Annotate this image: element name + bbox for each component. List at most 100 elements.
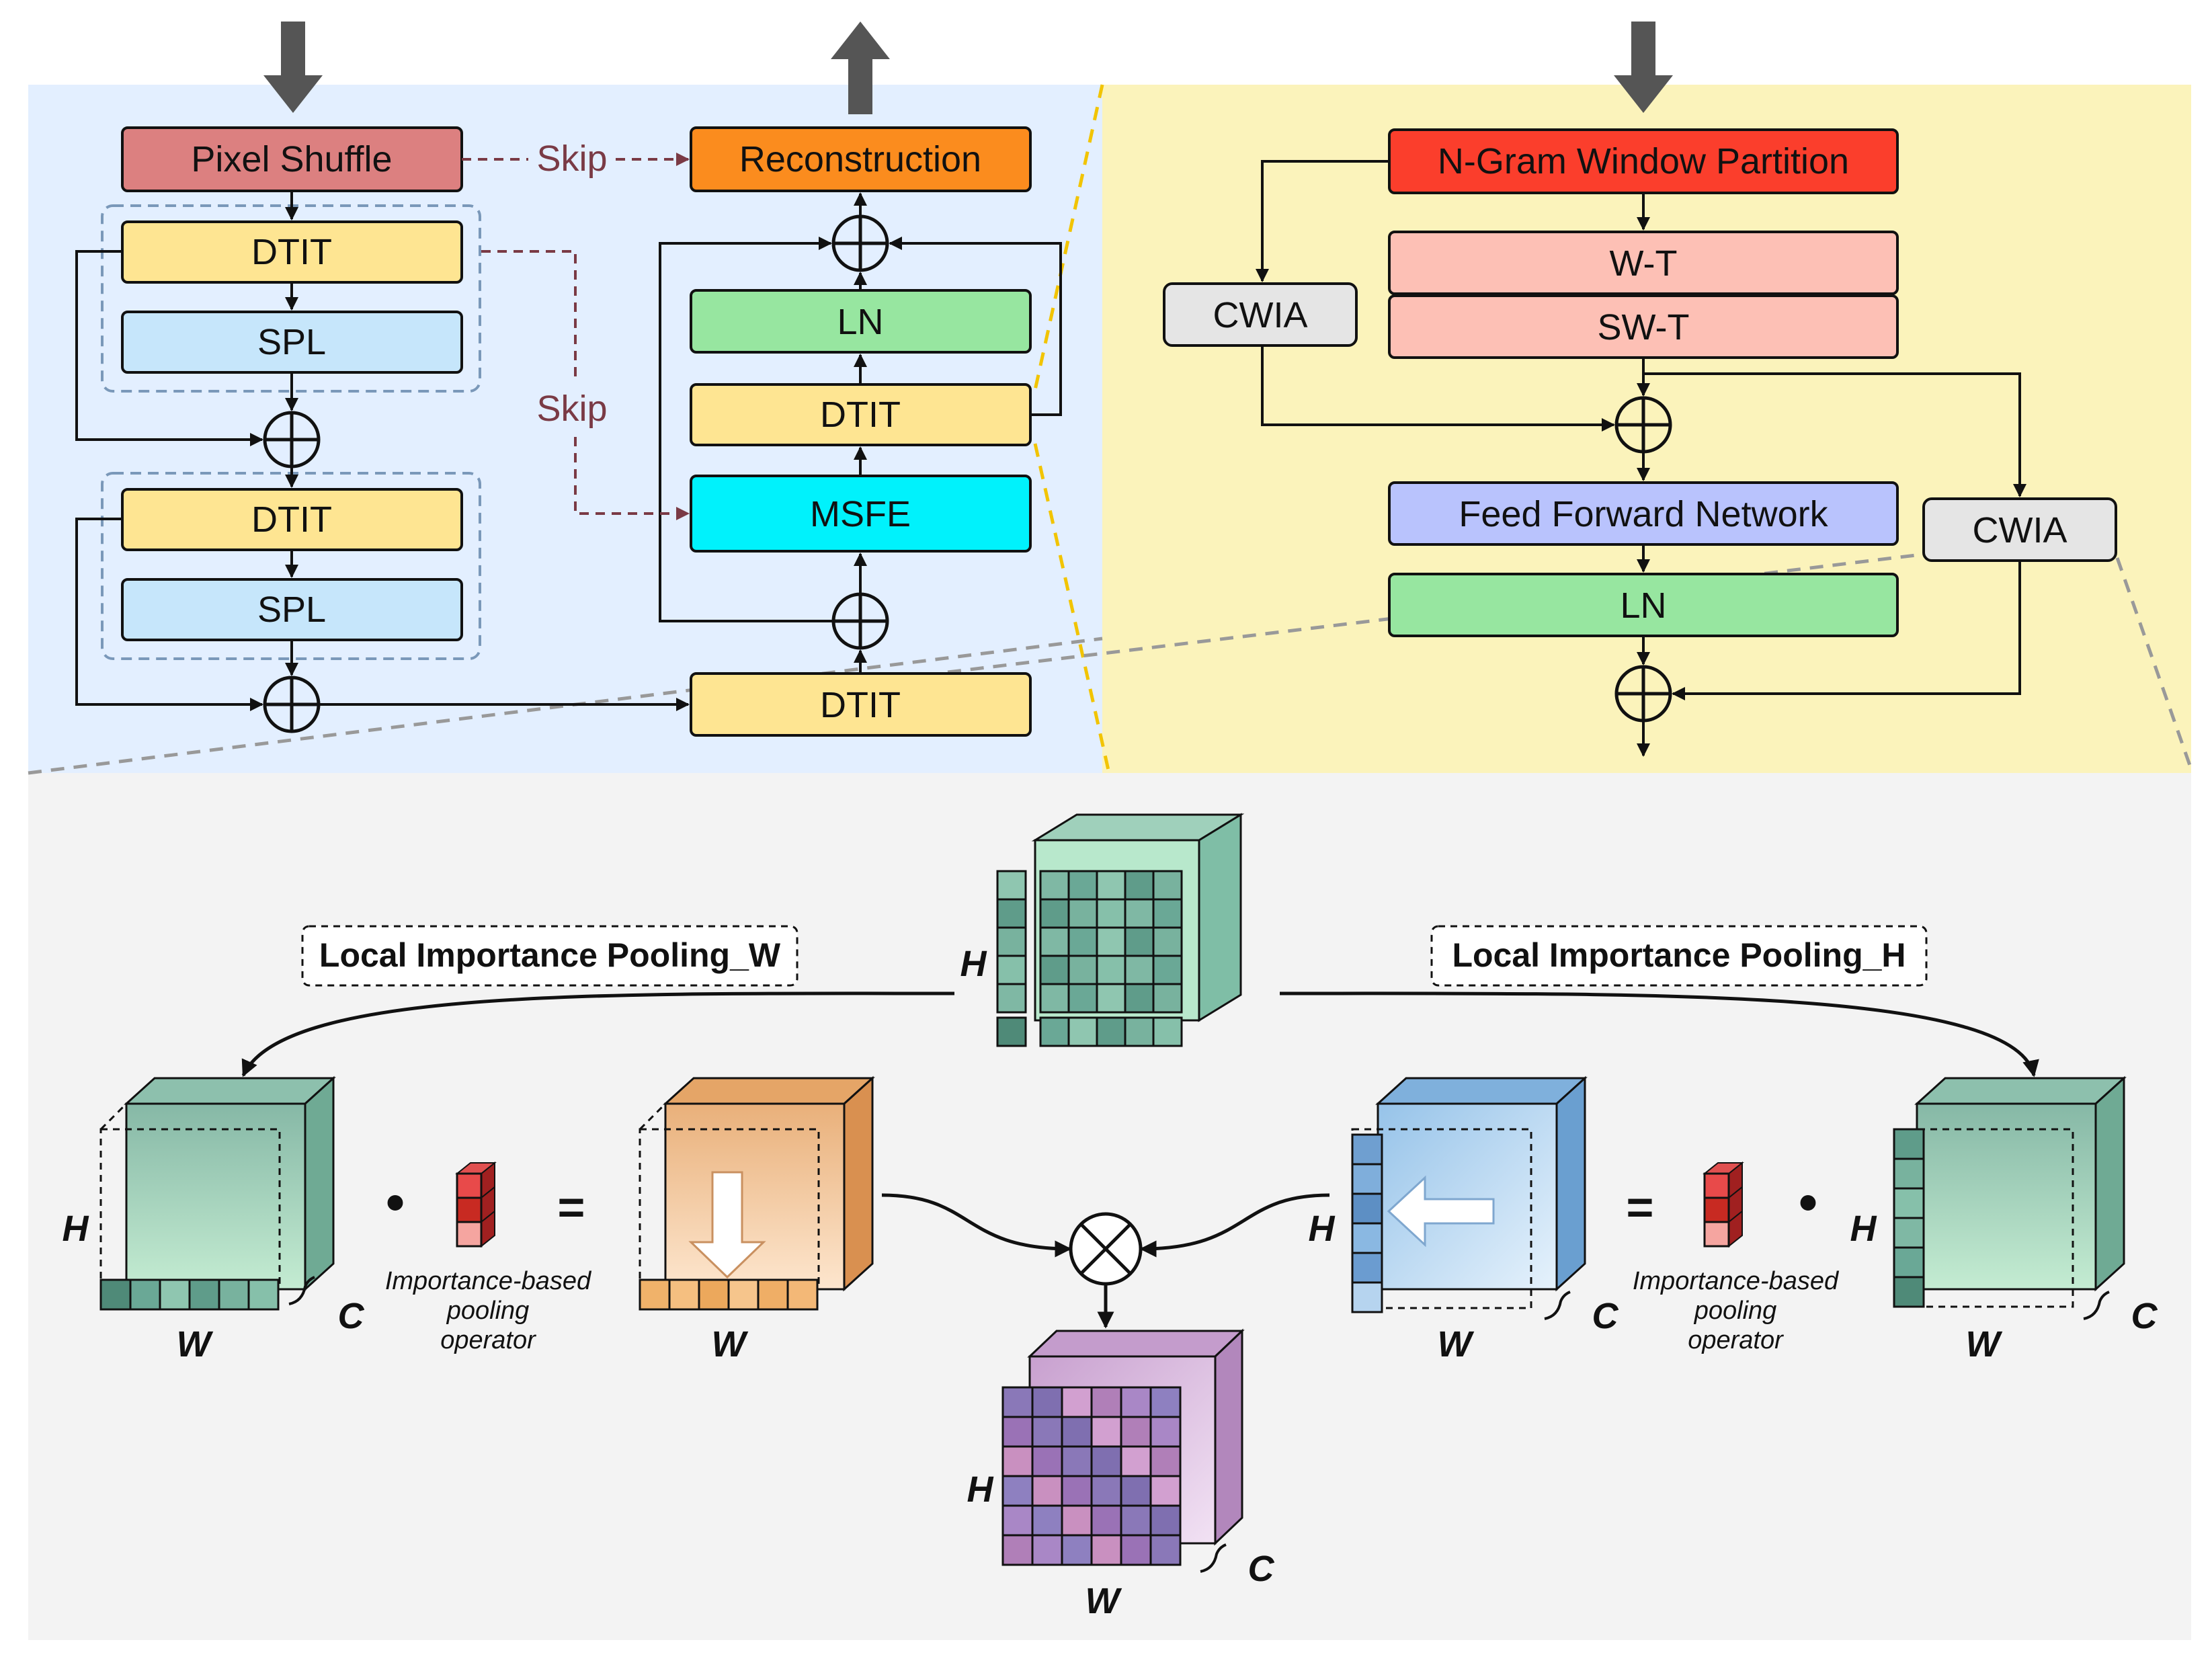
ffn-label: Feed Forward Network: [1459, 494, 1828, 534]
output-grid-cell: [1120, 1504, 1152, 1537]
input-row-cell: [1067, 1016, 1098, 1047]
blue-column-cell: [1351, 1133, 1383, 1166]
equals-left: =: [558, 1181, 585, 1233]
input-column-cell: [996, 898, 1027, 929]
output-grid-cell: [1149, 1386, 1182, 1418]
ffn-block: Feed Forward Network: [1388, 481, 1899, 546]
sum-node-3: [831, 592, 889, 650]
output-grid-cell: [1001, 1445, 1034, 1477]
swt-label: SW-T: [1598, 307, 1690, 348]
ln-block-right: LN: [1388, 573, 1899, 637]
h-branch-column-cell: [1893, 1187, 1925, 1219]
input-grid-cell: [1096, 870, 1127, 901]
ln-label-left: LN: [837, 302, 883, 342]
h-branch-column-cell: [1893, 1157, 1925, 1190]
h-branch-column-cell: [1893, 1128, 1925, 1160]
output-grid-cell: [1061, 1445, 1093, 1477]
h-branch-column-cell: [1893, 1217, 1925, 1249]
pool-op-left-line1: Importance-based: [385, 1267, 592, 1295]
spl-block-1: SPL: [121, 311, 463, 374]
w-branch-row-cell: [99, 1278, 132, 1311]
ln-block-left: LN: [690, 289, 1032, 354]
input-column-cell: [996, 1016, 1027, 1047]
pooling-operator-block-left: [455, 1161, 497, 1248]
msfe-block: MSFE: [690, 475, 1032, 553]
blue-cube-c-brace: [1544, 1291, 1571, 1320]
orange-row-cell: [757, 1278, 789, 1311]
wt-block: W-T: [1388, 231, 1899, 295]
orange-row-cell: [727, 1278, 760, 1311]
w-branch-row-cell: [129, 1278, 161, 1311]
pooling-flow-curves: [241, 991, 2039, 1329]
blue-column-cell: [1351, 1163, 1383, 1195]
input-column-cell: [996, 926, 1027, 957]
output-grid-cell: [1120, 1475, 1152, 1507]
output-grid-cell: [1061, 1386, 1093, 1418]
input-column-cell: [996, 870, 1027, 901]
dtit-block-2: DTIT: [121, 488, 463, 551]
output-grid-cell: [1061, 1475, 1093, 1507]
dtit-label-bottom: DTIT: [820, 685, 901, 725]
output-grid-cell: [1120, 1445, 1152, 1477]
input-row-cell: [1096, 1016, 1127, 1047]
dtit-label-2: DTIT: [251, 499, 332, 540]
panel-transformer-background-wedge: [1102, 85, 1117, 773]
output-grid-cell: [1149, 1504, 1182, 1537]
dtit-label-1: DTIT: [251, 232, 332, 272]
sum-node-4: [831, 214, 889, 272]
output-grid-cell: [1090, 1445, 1122, 1477]
input-cube-h-label: H: [960, 944, 987, 984]
output-cube-h-label: H: [967, 1469, 994, 1510]
input-grid-cell: [1096, 983, 1127, 1014]
spl-label-1: SPL: [257, 322, 326, 362]
output-grid-cell: [1120, 1534, 1152, 1566]
orange-row-cell: [639, 1278, 671, 1311]
output-grid-cell: [1090, 1504, 1122, 1537]
output-grid-cell: [1149, 1534, 1182, 1566]
lip-w-label: Local Importance Pooling_W: [319, 936, 781, 974]
input-arrow-left: [263, 22, 323, 113]
h-branch-c-brace: [2083, 1291, 2110, 1320]
w-branch-green-cube: [99, 1075, 336, 1311]
output-grid-cell: [1001, 1504, 1034, 1537]
output-grid-cell: [1001, 1534, 1034, 1566]
h-branch-column-cell: [1893, 1246, 1925, 1278]
output-grid-cell: [1031, 1416, 1063, 1448]
wt-label: W-T: [1610, 243, 1678, 284]
output-grid-cell: [1149, 1475, 1182, 1507]
blue-column-cell: [1351, 1281, 1383, 1313]
pool-op-front-cell: [456, 1196, 483, 1223]
input-row-cell: [1039, 1016, 1070, 1047]
input-grid-cell: [1152, 926, 1183, 957]
output-grid-cell: [1120, 1386, 1152, 1418]
w-branch-row-cell: [188, 1278, 220, 1311]
blue-column-cell: [1351, 1222, 1383, 1254]
sum-node-6: [1614, 665, 1672, 723]
input-grid-cell: [1039, 870, 1070, 901]
input-grid-cell: [1096, 926, 1127, 957]
input-column-cell: [996, 983, 1027, 1014]
output-grid-cell: [1090, 1534, 1122, 1566]
swt-block: SW-T: [1388, 294, 1899, 359]
cwia-label-right: CWIA: [1973, 510, 2067, 551]
zoom-line-yellow-top: [1033, 84, 1104, 391]
input-grid-cell: [1124, 954, 1155, 985]
input-grid-cell: [1152, 954, 1183, 985]
output-grid-cell: [1061, 1504, 1093, 1537]
sum-node-2: [263, 676, 321, 733]
w-branch-c-brace: [288, 1276, 315, 1305]
pool-op-front-cell: [456, 1172, 483, 1199]
msfe-label: MSFE: [810, 494, 911, 534]
w-branch-c-label: C: [338, 1296, 365, 1336]
orange-row-cell: [668, 1278, 700, 1311]
output-grid-cell: [1090, 1475, 1122, 1507]
reconstruction-block: Reconstruction: [690, 126, 1032, 192]
input-column-cell: [996, 954, 1027, 985]
output-grid-cell: [1090, 1416, 1122, 1448]
h-branch-green-cube: [1893, 1075, 2127, 1308]
cwia-block-left: CWIA: [1163, 282, 1358, 347]
pool-op-left-line2: pooling: [446, 1297, 530, 1325]
input-grid-cell: [1124, 870, 1155, 901]
input-grid-cell: [1152, 983, 1183, 1014]
output-grid-cell: [1001, 1416, 1034, 1448]
